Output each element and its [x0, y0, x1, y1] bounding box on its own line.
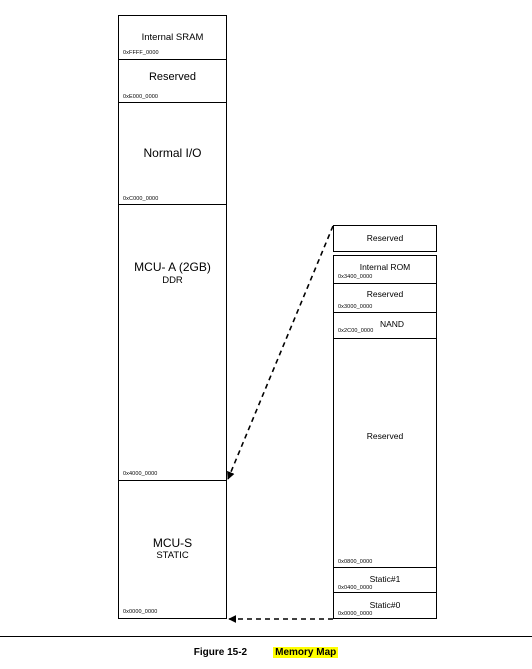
region-address: 0xFFFF_0000: [123, 50, 159, 56]
region-label: Static#1: [369, 574, 401, 584]
region-sublabel: STATIC: [156, 550, 189, 561]
region-address: 0x3000_0000: [338, 304, 373, 310]
region-reserved-top: Reserved: [333, 225, 437, 252]
region-address: 0x0400_0000: [338, 585, 373, 591]
region-address: 0x4000_0000: [123, 471, 158, 477]
region-address: 0x2C00_0000: [338, 328, 374, 334]
region-address: 0x0800_0000: [338, 559, 373, 565]
region-address: 0x0000_0000: [123, 609, 158, 615]
figure-number: Figure 15-2: [193, 647, 248, 658]
region-label: MCU-S: [152, 536, 193, 550]
region-label: Internal ROM: [359, 262, 411, 272]
region-mcu-s-static: MCU-S STATIC 0x0000_0000: [118, 480, 227, 619]
arrow-top-dashed: [227, 225, 334, 480]
region-label: Static#0: [369, 600, 401, 610]
caption-rule: [0, 636, 532, 637]
region-label: MCU- A (2GB): [134, 260, 211, 274]
region-address: 0x3400_0000: [338, 274, 373, 280]
region-internal-sram: Internal SRAM 0xFFFF_0000: [118, 15, 227, 60]
figure-caption: Figure 15-2 Memory Map: [0, 647, 532, 658]
region-address: 0xE000_0000: [123, 94, 159, 100]
region-sublabel: DDR: [162, 275, 183, 286]
region-address: 0xC000_0000: [123, 196, 159, 202]
region-static-0: Static#0 0x0000_0000: [333, 592, 437, 619]
region-address: 0x0000_0000: [338, 611, 373, 617]
region-label: Reserved: [366, 431, 404, 441]
figure-title: Memory Map: [273, 647, 339, 658]
region-label: Reserved: [148, 71, 197, 83]
region-label: NAND: [379, 319, 405, 329]
region-normal-io: Normal I/O 0xC000_0000: [118, 102, 227, 205]
region-label: Internal SRAM: [141, 32, 204, 43]
region-mcu-a-ddr: MCU- A (2GB) DDR 0x4000_0000: [118, 204, 227, 481]
region-label: Reserved: [366, 233, 404, 243]
region-internal-rom: Internal ROM 0x3400_0000: [333, 255, 437, 284]
region-reserved-high: Reserved 0xE000_0000: [118, 59, 227, 103]
region-label: Normal I/O: [143, 146, 202, 160]
region-label: Reserved: [366, 289, 404, 299]
region-reserved-low: Reserved 0x0800_0000: [333, 338, 437, 568]
